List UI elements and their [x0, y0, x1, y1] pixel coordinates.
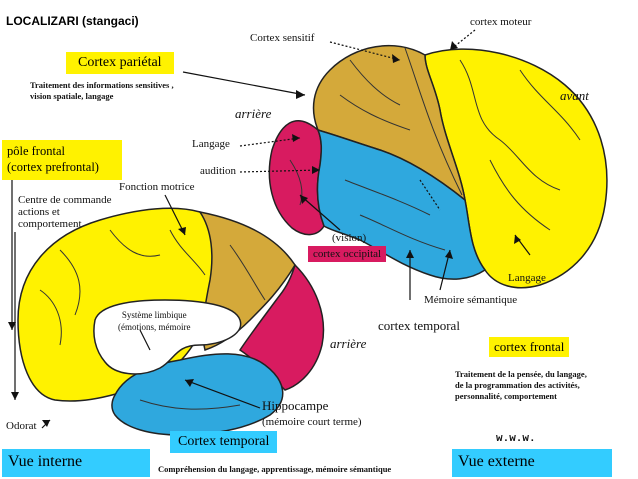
label-arriere-external: arrière: [235, 106, 272, 121]
label-cortex-sensitif: Cortex sensitif: [250, 32, 315, 44]
label-vision: (vision): [332, 232, 367, 244]
label-memoire-semantique: Mémoire sémantique: [424, 294, 518, 306]
label-arriere-internal: arrière: [330, 336, 367, 351]
label-hippocampe: Hippocampe: [262, 398, 329, 413]
leader-lines: [11, 29, 531, 429]
int-temporal-blue: [111, 353, 284, 436]
label-cortex-temporal-internal: Cortex temporal: [170, 431, 278, 453]
ext-temporal-lobe: [316, 128, 487, 280]
label-frontal-description: Traitement de la pensée, du langage, de …: [455, 369, 587, 401]
internal-brain: [17, 207, 325, 436]
external-brain: [268, 44, 608, 289]
label-temporal-description: Compréhension du langage, apprentissage,…: [158, 464, 392, 474]
label-cortex-occipital: cortex occipital: [308, 246, 387, 262]
label-langage-bottom: Langage: [508, 272, 546, 284]
label-cortex-frontal: cortex frontal: [489, 337, 570, 357]
label-audition: audition: [200, 165, 237, 177]
label-vue-interne: Vue interne: [2, 449, 150, 477]
label-cortex-moteur: cortex moteur: [470, 16, 532, 28]
label-pole-frontal: pôle frontal (cortex prefrontal): [2, 140, 122, 180]
label-langage: Langage: [192, 138, 230, 150]
label-cortex-temporal-external: cortex temporal: [378, 318, 460, 333]
label-cortex-parietal: Cortex pariétal: [66, 52, 174, 74]
label-parietal-description: Traitement des informations sensitives ,…: [30, 80, 174, 101]
int-limbic-white: [93, 299, 242, 375]
label-systeme-limbique: Système limbique (émotions, mémoire: [118, 310, 191, 332]
label-odorat: Odorat: [6, 420, 37, 432]
label-www: w.w.w.: [496, 433, 536, 445]
page-title: LOCALIZARI (stangaci): [6, 14, 139, 28]
label-fonction-motrice: Fonction motrice: [119, 181, 195, 193]
label-vue-externe: Vue externe: [452, 449, 612, 477]
arrow-heads: [8, 41, 521, 427]
label-centre-commande: Centre de commande actions et comporteme…: [18, 194, 112, 230]
label-avant: avant: [560, 88, 589, 103]
label-memoire-court-terme: (mémoire court terme): [262, 416, 362, 428]
